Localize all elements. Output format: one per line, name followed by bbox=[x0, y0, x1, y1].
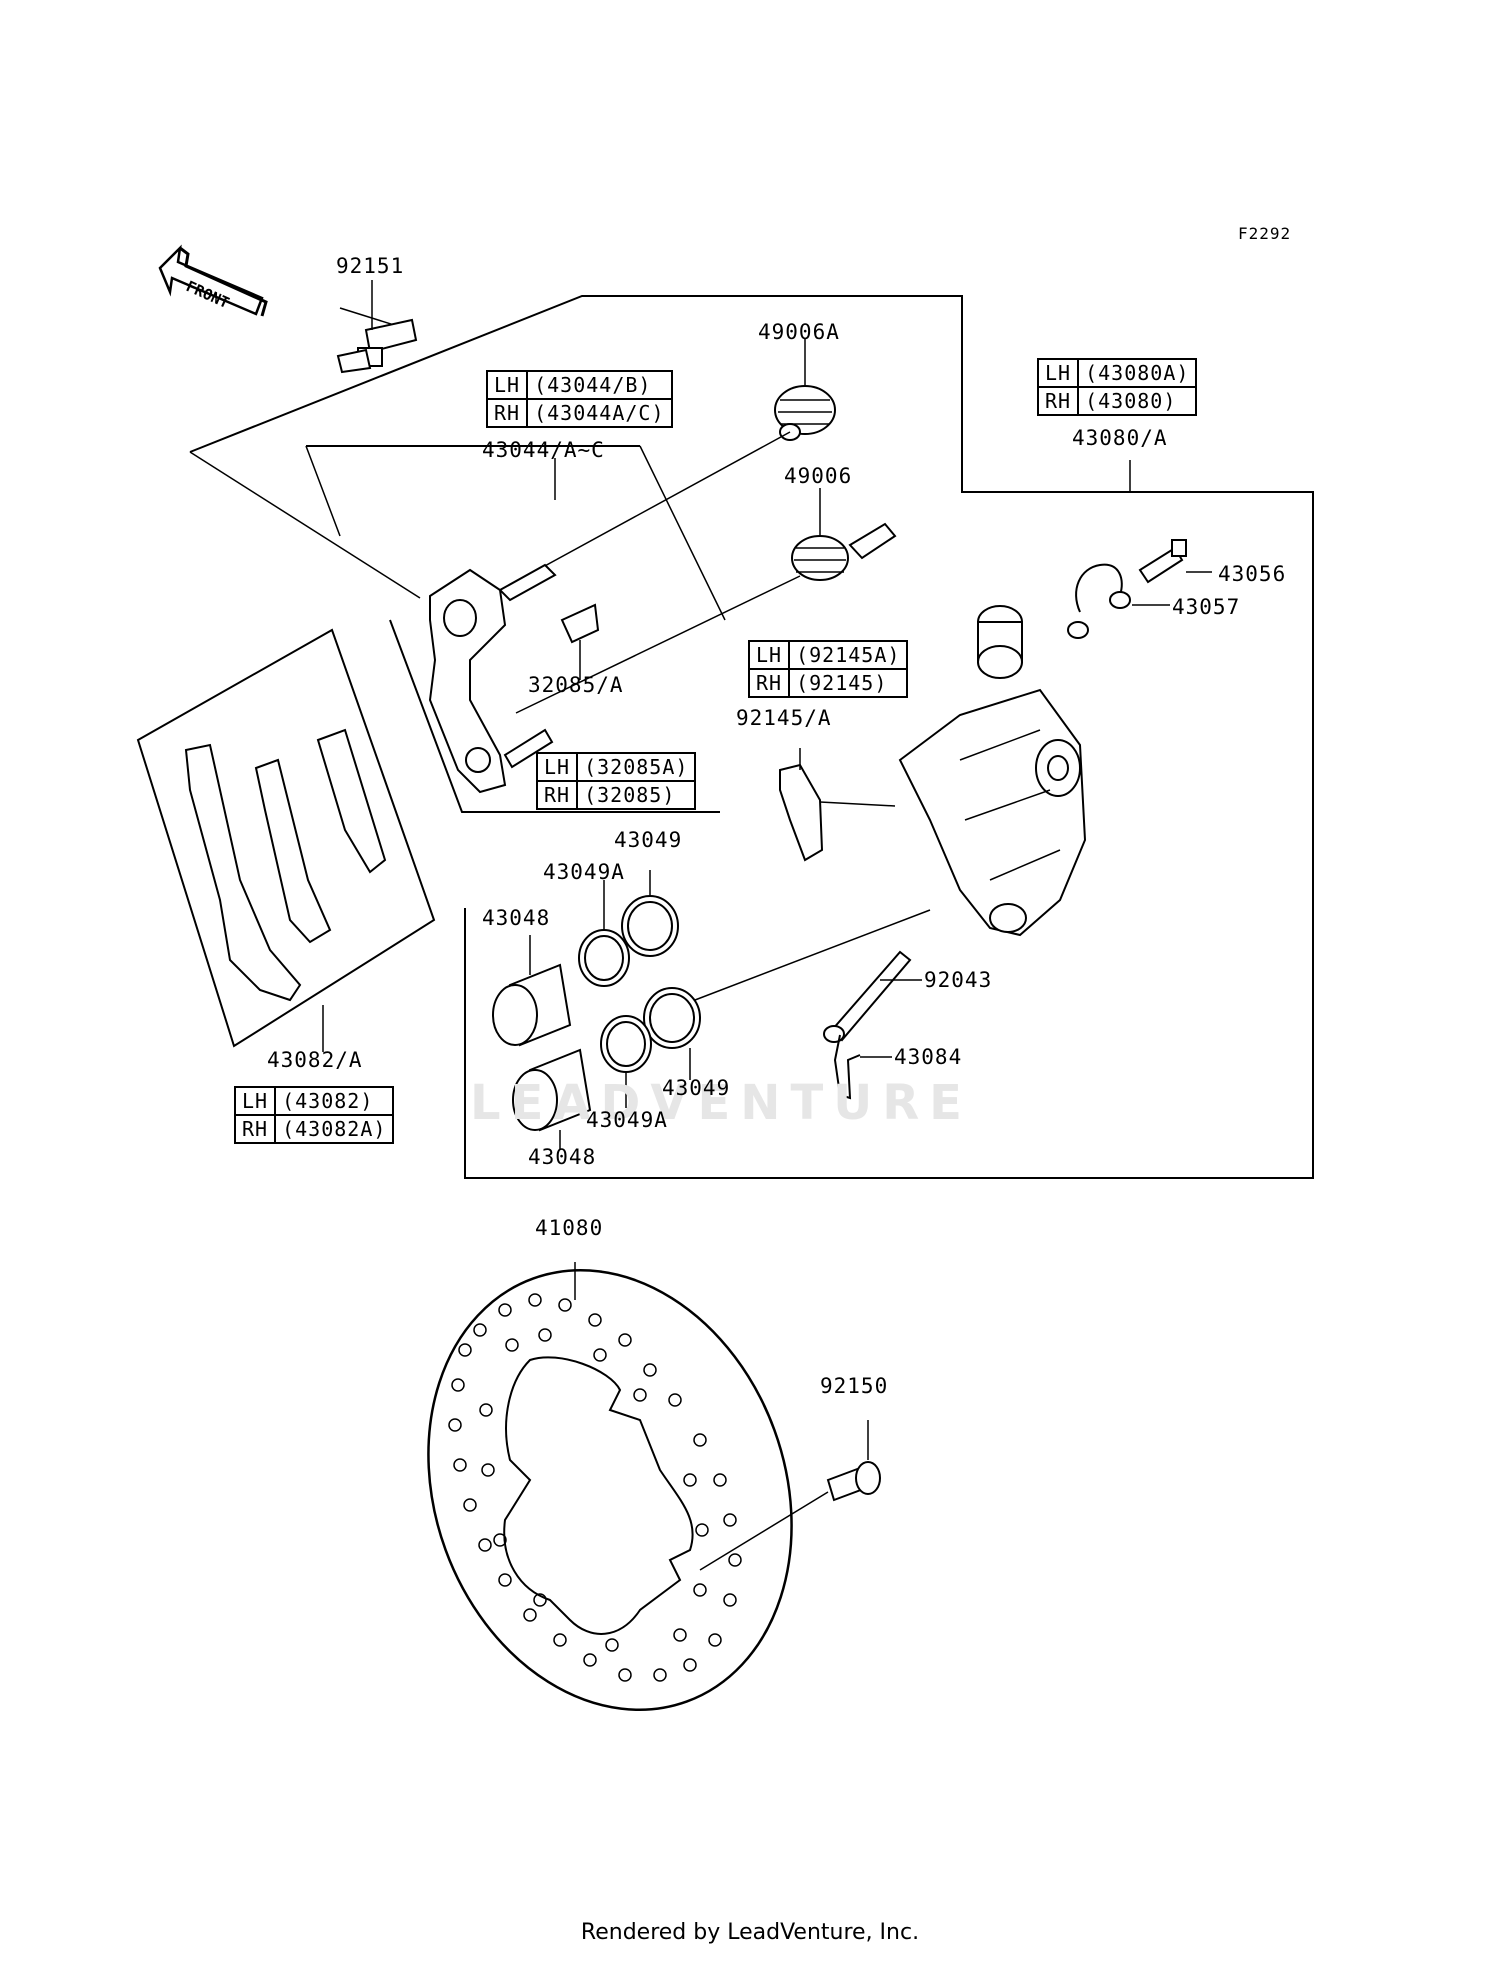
part-label-41080[interactable]: 41080 bbox=[535, 1216, 604, 1240]
part-label-49006A[interactable]: 49006A bbox=[758, 320, 840, 344]
piston-43048-bot-icon bbox=[512, 1048, 592, 1132]
side-cell: LH bbox=[485, 370, 529, 400]
part-label-43049A-bot[interactable]: 43049A bbox=[586, 1108, 668, 1132]
brake-pads-icon bbox=[184, 728, 387, 1002]
part-label-92043[interactable]: 92043 bbox=[924, 968, 993, 992]
brake-disc-icon bbox=[427, 1269, 793, 1711]
part-cell[interactable]: (43080A) bbox=[1077, 358, 1198, 388]
part-label-43056[interactable]: 43056 bbox=[1218, 562, 1287, 586]
seal-43049A-bot-icon bbox=[600, 1015, 652, 1073]
seal-43049-top-icon bbox=[621, 895, 679, 957]
figure-id: F2292 bbox=[1238, 224, 1292, 243]
caliper-assembly-outline bbox=[189, 295, 1314, 1179]
part-label-92151[interactable]: 92151 bbox=[336, 254, 405, 278]
part-cell[interactable]: (32085) bbox=[576, 780, 697, 810]
bolt-92151-icon bbox=[336, 318, 418, 374]
part-cell[interactable]: (43044A/C) bbox=[526, 398, 673, 428]
part-cell[interactable]: (92145) bbox=[788, 668, 909, 698]
dust-boot-49006-icon bbox=[791, 522, 897, 581]
part-label-43049-bot[interactable]: 43049 bbox=[662, 1076, 731, 1100]
side-cell: RH bbox=[485, 398, 529, 428]
side-table-43080: LH(43080A) RH(43080) bbox=[1036, 358, 1198, 416]
pad-clip-icon bbox=[779, 763, 824, 862]
side-table-43044: LH(43044/B) RH(43044A/C) bbox=[485, 370, 673, 428]
seal-43049-bot-icon bbox=[643, 987, 701, 1049]
watermark: LEADVENTURE bbox=[470, 1075, 972, 1131]
side-cell: LH bbox=[747, 640, 791, 670]
caliper-body-icon bbox=[898, 605, 1087, 937]
part-cell[interactable]: (92145A) bbox=[788, 640, 909, 670]
part-label-43084[interactable]: 43084 bbox=[894, 1045, 963, 1069]
side-table-43082: LH(43082) RH(43082A) bbox=[233, 1086, 395, 1144]
part-cell[interactable]: (43082) bbox=[274, 1086, 395, 1116]
side-cell: LH bbox=[535, 752, 579, 782]
side-cell: RH bbox=[1036, 386, 1080, 416]
part-label-92145[interactable]: 92145/A bbox=[736, 706, 832, 730]
pad-spring-icon bbox=[560, 603, 600, 644]
clip-43084-icon bbox=[833, 1034, 861, 1100]
part-label-43044[interactable]: 43044/A~C bbox=[482, 438, 605, 462]
part-cell[interactable]: (43080) bbox=[1077, 386, 1198, 416]
side-cell: RH bbox=[535, 780, 579, 810]
side-cell: LH bbox=[233, 1086, 277, 1116]
dust-boot-49006A-icon bbox=[774, 385, 836, 441]
part-label-43048-top[interactable]: 43048 bbox=[482, 906, 551, 930]
part-cell[interactable]: (43044/B) bbox=[526, 370, 673, 400]
side-cell: RH bbox=[747, 668, 791, 698]
pin-92043-icon bbox=[823, 950, 912, 1043]
part-label-43048-bot[interactable]: 43048 bbox=[528, 1145, 597, 1169]
part-cell[interactable]: (43082A) bbox=[274, 1114, 395, 1144]
front-arrow-icon: FRONT bbox=[158, 244, 268, 317]
part-label-43080[interactable]: 43080/A bbox=[1072, 426, 1168, 450]
footer-credit: Rendered by LeadVenture, Inc. bbox=[580, 1920, 920, 1945]
side-cell: LH bbox=[1036, 358, 1080, 388]
pad-box-outline bbox=[136, 628, 436, 1048]
side-cell: RH bbox=[233, 1114, 277, 1144]
part-label-32085[interactable]: 32085/A bbox=[528, 673, 624, 697]
part-label-43049-top[interactable]: 43049 bbox=[614, 828, 683, 852]
part-cell[interactable]: (32085A) bbox=[576, 752, 697, 782]
bolt-92150-icon bbox=[826, 1461, 881, 1502]
part-label-49006[interactable]: 49006 bbox=[784, 464, 853, 488]
side-table-92145: LH(92145A) RH(92145) bbox=[747, 640, 909, 698]
side-table-32085: LH(32085A) RH(32085) bbox=[535, 752, 697, 810]
caliper-bracket-icon bbox=[428, 563, 557, 794]
part-label-43049A-top[interactable]: 43049A bbox=[543, 860, 625, 884]
part-label-43057[interactable]: 43057 bbox=[1172, 595, 1241, 619]
part-label-92150[interactable]: 92150 bbox=[820, 1374, 889, 1398]
bracket-subbox-outline bbox=[304, 88, 940, 622]
piston-43048-top-icon bbox=[492, 963, 572, 1047]
bleeder-cap-icon bbox=[1067, 563, 1131, 639]
bleeder-valve-icon bbox=[1138, 539, 1187, 584]
seal-43049A-top-icon bbox=[578, 929, 630, 987]
part-label-43082[interactable]: 43082/A bbox=[267, 1048, 363, 1072]
